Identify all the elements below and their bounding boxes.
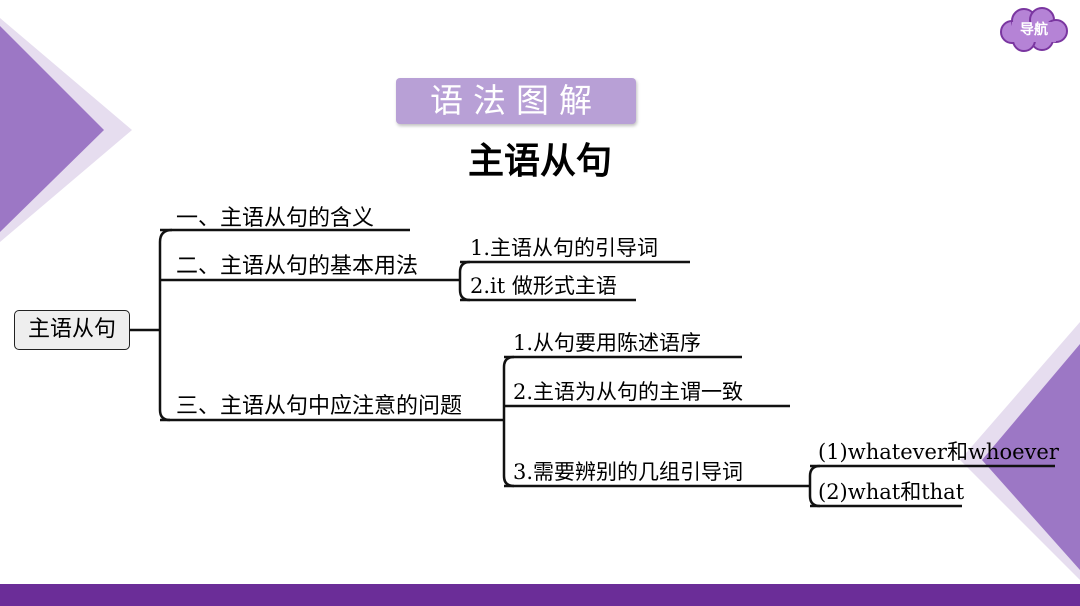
sub-child-1: (1)whatever和whoever bbox=[818, 440, 1059, 464]
branch-3-child-1: 1.从句要用陈述语序 bbox=[513, 331, 702, 355]
branch-3-child-2: 2.主语为从句的主谓一致 bbox=[513, 380, 744, 404]
section-label: 语法图解 bbox=[396, 78, 636, 124]
sub-child-2: (2)what和that bbox=[818, 480, 965, 504]
branch-2-child-2: 2.it 做形式主语 bbox=[470, 274, 617, 298]
mindmap-root: 主语从句 bbox=[14, 310, 130, 350]
right-triangle-dark bbox=[982, 344, 1080, 570]
branch-3-child-3: 3.需要辨别的几组引导词 bbox=[513, 460, 744, 484]
nav-button[interactable]: 导航 bbox=[998, 6, 1070, 52]
nav-label: 导航 bbox=[1020, 22, 1048, 38]
cloud-icon bbox=[1000, 7, 1068, 52]
branch-2-child-1: 1.主语从句的引导词 bbox=[470, 236, 659, 260]
bottom-bar bbox=[0, 584, 1080, 606]
branch-3-label: 三、主语从句中应注意的问题 bbox=[176, 394, 463, 419]
left-triangle-dark bbox=[0, 26, 104, 232]
page-title: 主语从句 bbox=[467, 140, 612, 182]
branch-1-label: 一、主语从句的含义 bbox=[176, 206, 375, 231]
branch-2-label: 二、主语从句的基本用法 bbox=[176, 254, 419, 279]
